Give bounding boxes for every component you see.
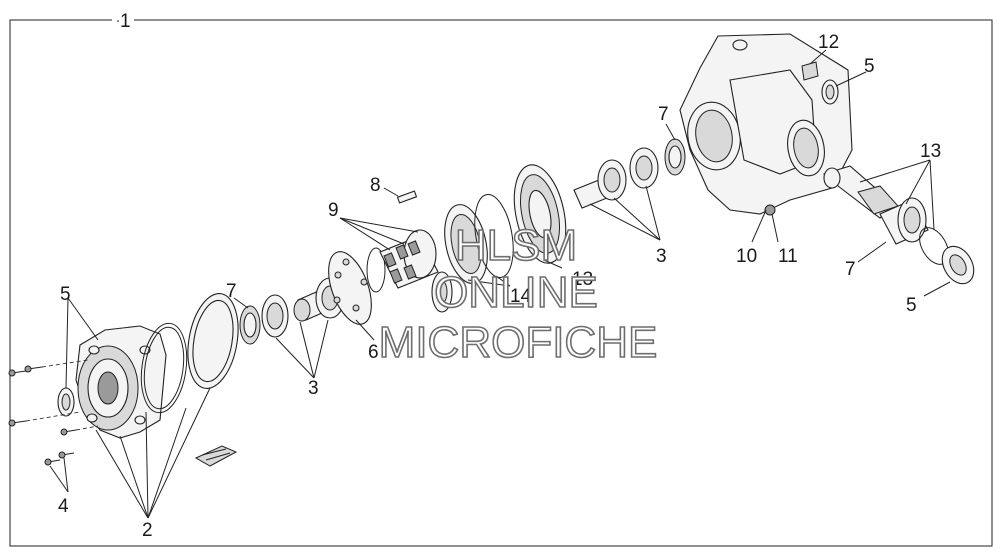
clutch-disc[interactable] xyxy=(431,271,453,313)
assembly-frame xyxy=(9,19,993,547)
callout-5-upper: 5 xyxy=(864,56,875,77)
bearing-3-right[interactable] xyxy=(573,147,659,209)
gasket-plate[interactable] xyxy=(181,290,245,393)
callout-7-left: 7 xyxy=(226,281,237,302)
pinion-gear-left[interactable] xyxy=(293,277,345,322)
o-ring-large[interactable] xyxy=(136,320,192,415)
snap-ring-center[interactable] xyxy=(366,247,386,293)
left-cover-part[interactable] xyxy=(75,325,167,439)
callout-8: 8 xyxy=(370,175,381,196)
seal-5-lower[interactable] xyxy=(936,241,980,290)
callout-5-left: 5 xyxy=(60,284,71,305)
dowel-pin[interactable] xyxy=(396,190,418,204)
watermark-line-3: MICROFICHE xyxy=(379,318,658,367)
bearing-7-right-upper[interactable] xyxy=(664,138,686,176)
watermark-line-2: ONLINE xyxy=(434,268,598,317)
seal-5-upper[interactable] xyxy=(821,79,839,105)
bolt-set[interactable] xyxy=(8,359,99,466)
callout-2: 2 xyxy=(142,520,153,541)
watermark-line-1: HLSM xyxy=(455,221,577,270)
bearing-3-left[interactable] xyxy=(261,294,289,338)
callout-7-right-upper: 7 xyxy=(658,104,669,125)
callout-1: 1 xyxy=(120,11,131,32)
callout-4: 4 xyxy=(58,496,69,517)
callout-12: 12 xyxy=(818,32,839,53)
callout-11: 11 xyxy=(778,246,798,267)
callout-6: 6 xyxy=(368,342,379,363)
watermark: HLSM ONLINE MICROFICHE xyxy=(378,220,658,368)
shaft-seal-left[interactable] xyxy=(57,387,75,417)
friction-ring[interactable] xyxy=(438,201,494,288)
clutch-plate[interactable] xyxy=(320,246,380,330)
connector-block[interactable] xyxy=(194,445,238,467)
callout-10: 10 xyxy=(736,246,757,267)
bearing-7-left[interactable] xyxy=(239,305,261,345)
bearing-7-right-lower[interactable] xyxy=(879,197,929,245)
leader-lines xyxy=(49,20,951,519)
o-ring-center[interactable] xyxy=(469,192,519,281)
gear-housing[interactable] xyxy=(679,33,853,216)
callout-5-lower: 5 xyxy=(906,295,917,316)
callout-13-right: 13 xyxy=(920,141,941,162)
callout-13-center: 13 xyxy=(572,269,593,290)
callout-3-right: 3 xyxy=(656,246,667,267)
callout-14: 14 xyxy=(510,286,532,307)
callout-labels: 1 5 7 3 6 9 8 14 13 3 7 12 5 10 11 13 7 … xyxy=(58,11,941,541)
roller-cage[interactable] xyxy=(379,229,439,289)
ring-gear[interactable] xyxy=(506,160,574,268)
callout-9: 9 xyxy=(328,200,339,221)
callout-7-right-lower: 7 xyxy=(845,259,856,280)
callout-3-left: 3 xyxy=(308,378,319,399)
